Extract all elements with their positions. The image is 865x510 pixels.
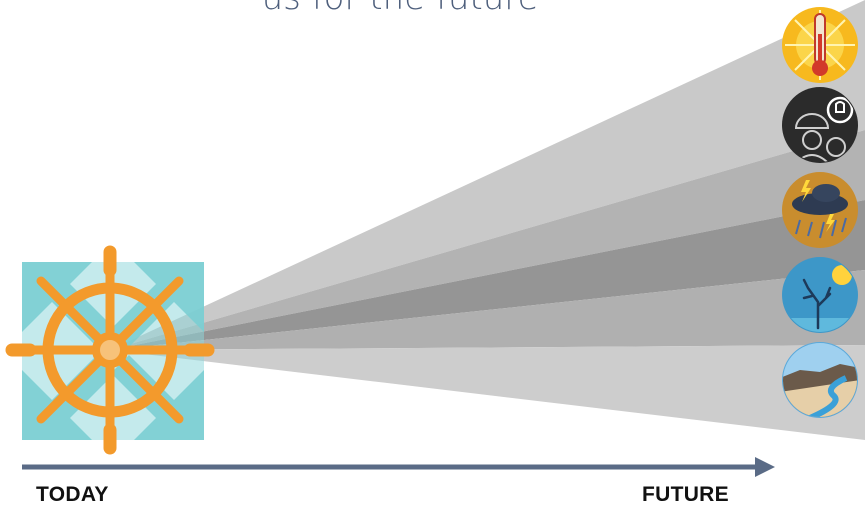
thermometer-sun-icon bbox=[782, 7, 858, 83]
beam-1 bbox=[110, 0, 865, 350]
ship-wheel-icon bbox=[5, 245, 215, 455]
storm-cloud-rain-icon bbox=[782, 172, 858, 248]
future-cone bbox=[110, 0, 865, 440]
timeline-start-label: TODAY bbox=[36, 483, 109, 506]
beam-5 bbox=[110, 345, 865, 440]
worker-lightbulb-gear-icon bbox=[782, 87, 858, 163]
timeline-end-label: FUTURE bbox=[642, 483, 729, 506]
beam-4 bbox=[110, 270, 865, 350]
timeline-arrow bbox=[22, 457, 775, 477]
slide-title: us for the future bbox=[0, 0, 800, 18]
beam-3 bbox=[110, 200, 865, 350]
beam-2 bbox=[110, 130, 865, 350]
river-desert-icon bbox=[782, 342, 858, 418]
